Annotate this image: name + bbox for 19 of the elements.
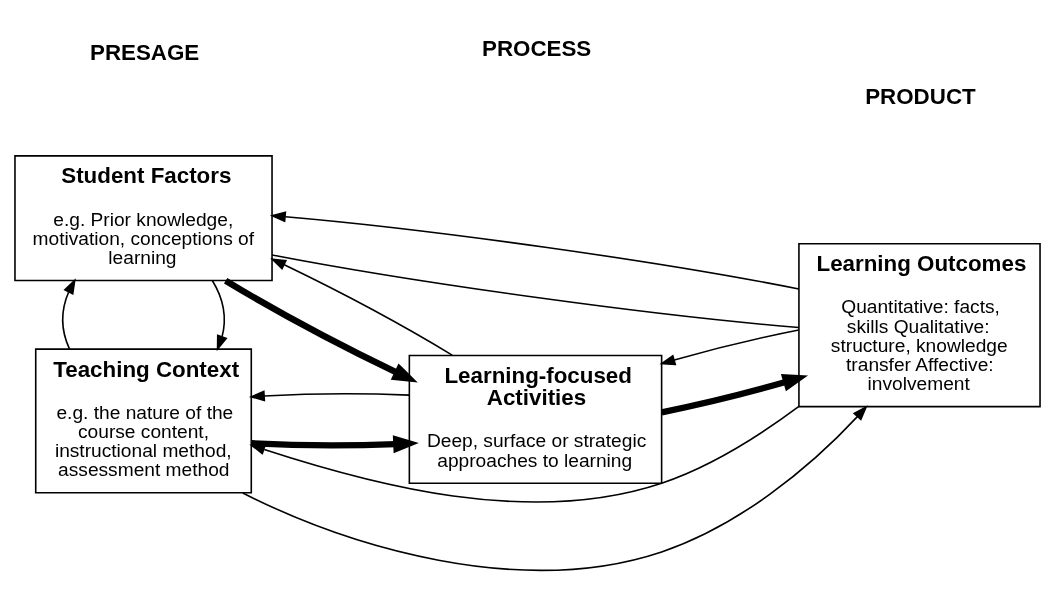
node-box: Learning-focused Activities Deep, surface or strategic approaches to learning xyxy=(408,354,663,485)
arrow xyxy=(661,374,808,416)
node-box: Learning Outcomes Quantitative: facts, skills Qualitative: structure, knowledge transfer Affective: involvement xyxy=(798,242,1041,408)
arrow xyxy=(241,405,868,571)
arrow xyxy=(270,258,453,356)
node-box: Student Factors e.g. Prior knowledge, motivation, conceptions of learning xyxy=(14,155,273,282)
connector xyxy=(271,254,800,329)
arrow xyxy=(269,211,800,290)
arrow xyxy=(248,390,410,402)
label: PRODUCT xyxy=(865,84,976,110)
arrow xyxy=(251,435,419,454)
arrow xyxy=(249,405,800,503)
arrow xyxy=(211,279,228,352)
arrow xyxy=(659,329,800,366)
arrow xyxy=(224,277,418,383)
label: PRESAGE xyxy=(90,39,200,65)
label: PROCESS xyxy=(481,36,592,62)
arrow xyxy=(61,278,76,350)
node-box: Teaching Context e.g. the nature of the course content, instructional method, assessment method xyxy=(34,348,253,494)
